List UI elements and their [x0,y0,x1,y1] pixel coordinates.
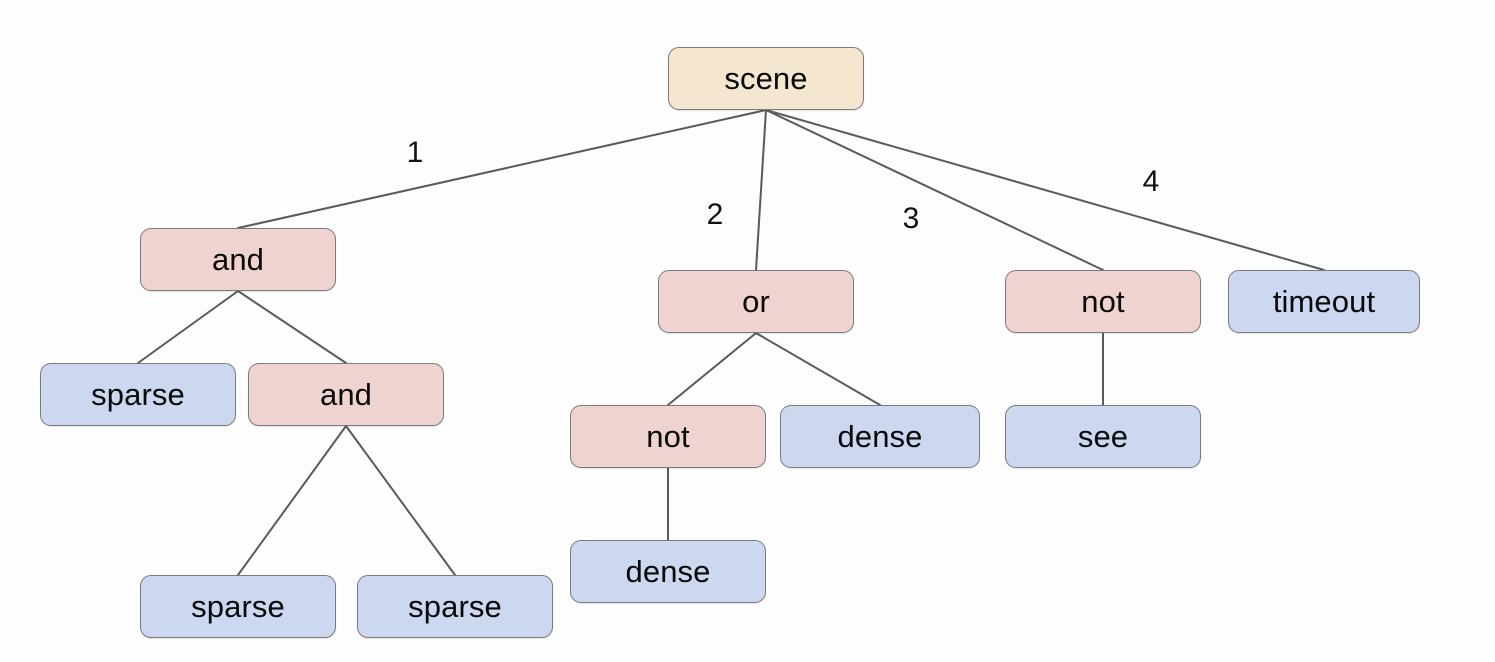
edge-label-3: 3 [902,202,920,235]
edge-label-2: 2 [706,198,724,231]
edge-label-1: 1 [406,136,424,169]
edge-label-4: 4 [1142,165,1160,198]
tree-node-or1[interactable]: or [658,270,854,333]
